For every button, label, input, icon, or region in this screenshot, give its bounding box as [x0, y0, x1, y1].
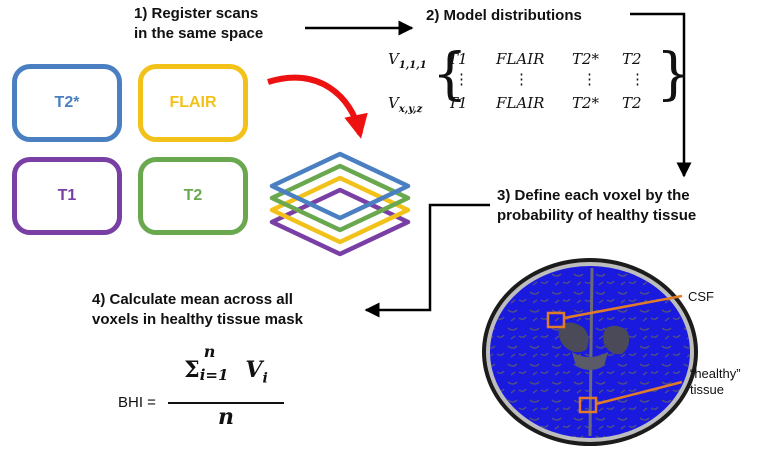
voxel-sub-last: x,y,z [398, 104, 423, 115]
step-2-text: 2) Model distributions [426, 7, 582, 24]
scan-box-t2star: T2* [12, 64, 122, 142]
arrow-2-to-3 [630, 12, 692, 178]
step-4-text: 4) Calculate mean across all voxels in h… [92, 291, 303, 328]
sigma-symbol: Σ [184, 357, 200, 383]
arrow-3-to-4 [364, 203, 490, 318]
cell-t1-bottom: T1 [448, 94, 468, 112]
cell-t2star-top: T2* [572, 50, 600, 68]
formula-numerator: Σ n i=1 Vi [168, 342, 284, 387]
healthy-tissue-annotation [578, 380, 683, 414]
distribution-matrix: V1,1,1 Vx,y,z { } T1 FLAIR T2* T2 ⋮ ⋮ ⋮ … [388, 42, 692, 118]
cell-t2-bottom: T2 [622, 94, 642, 112]
scan-box-t2: T2 [138, 157, 248, 235]
voxel-sub-first: 1,1,1 [398, 60, 427, 71]
left-brace: { [432, 42, 468, 107]
ellipsis-col-2: ⋮ [514, 70, 529, 88]
bhi-formula: BHI = Σ n i=1 Vi n [118, 342, 298, 440]
sum-upper-limit: n [203, 342, 216, 361]
cell-t2-top: T2 [622, 50, 642, 68]
cell-flair-bottom: FLAIR [496, 94, 545, 112]
fraction-bar [168, 402, 284, 404]
scan-label-t2: T2 [183, 187, 203, 204]
csf-label: CSF [688, 289, 714, 304]
cell-t1-top: T1 [448, 50, 468, 68]
formula-denominator: n [218, 404, 234, 430]
matrix-row-1: V1,1,1 [388, 50, 427, 71]
step-1-text: 1) Register scans in the same space [134, 5, 264, 42]
ellipsis-col-3: ⋮ [582, 70, 597, 88]
cell-flair-top: FLAIR [496, 50, 545, 68]
stacked-scans-icon [269, 151, 411, 257]
scan-label-t2star: T2* [54, 94, 80, 111]
matrix-row-2: Vx,y,z [388, 94, 422, 115]
register-curve-arrow [267, 74, 368, 139]
right-brace: } [656, 42, 692, 107]
voxel-v-first: V [388, 50, 399, 68]
voxel-v-last: V [388, 94, 399, 112]
ellipsis-col-4: ⋮ [630, 70, 645, 88]
sum-term: V [245, 357, 263, 383]
bhi-lhs: BHI = [118, 394, 156, 411]
csf-annotation [546, 294, 683, 329]
scan-box-flair: FLAIR [138, 64, 248, 142]
step-3-text: 3) Define each voxel by the probability … [497, 187, 697, 224]
ellipsis-col-1: ⋮ [454, 70, 469, 88]
scan-label-flair: FLAIR [169, 94, 217, 111]
cell-t2star-bottom: T2* [572, 94, 600, 112]
brain-mri-image [482, 258, 698, 446]
healthy-tissue-label: “healthy” tissue [690, 366, 741, 397]
scan-label-t1: T1 [57, 187, 77, 204]
sum-lower-limit: i=1 [199, 366, 229, 384]
sum-term-sub: i [262, 370, 268, 387]
scan-box-t1: T1 [12, 157, 122, 235]
